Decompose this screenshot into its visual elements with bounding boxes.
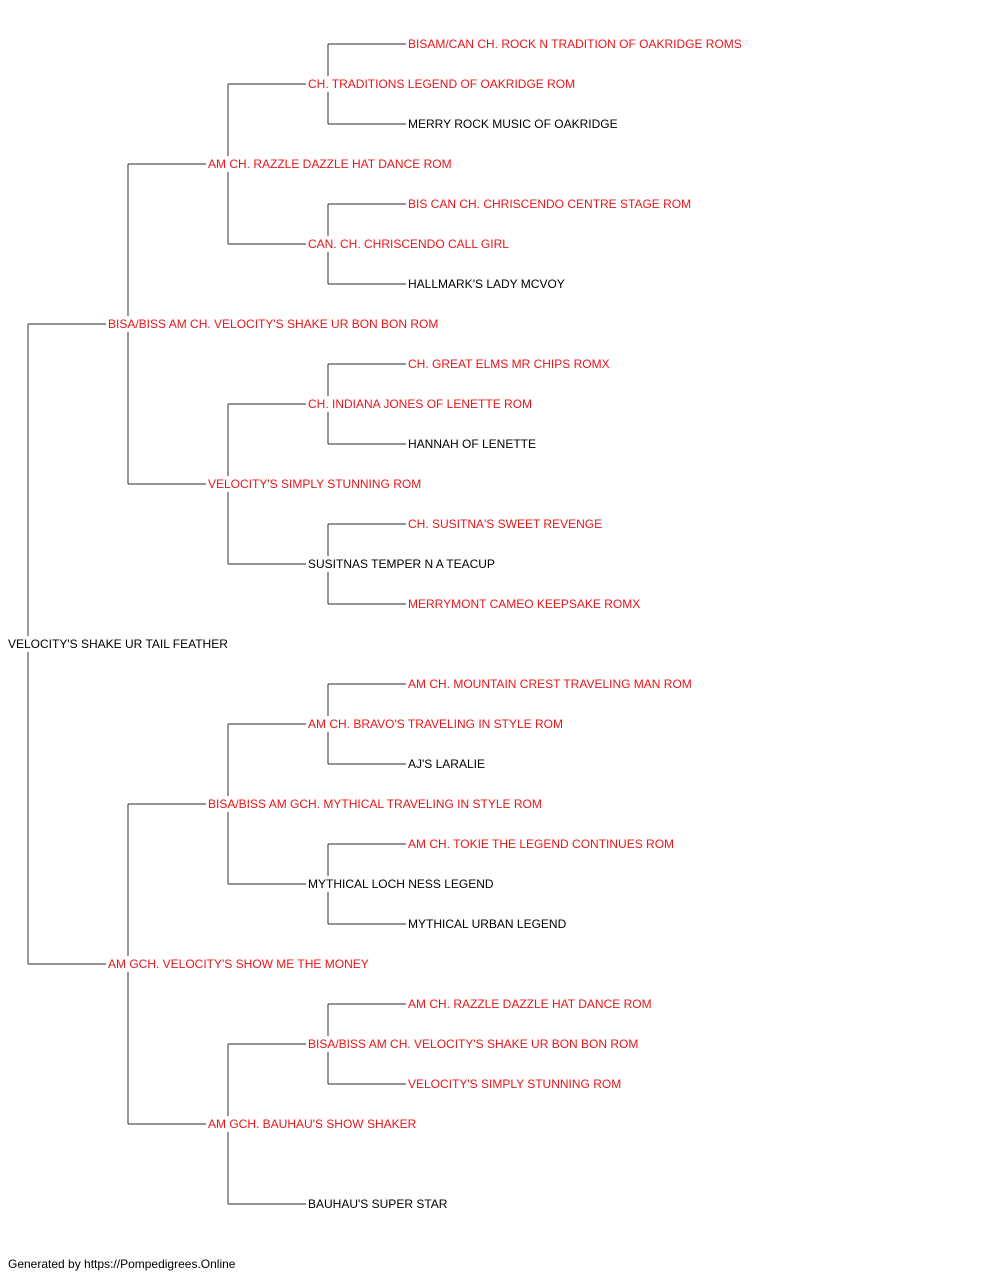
dog-name-sire-dam-sire-sire[interactable]: CH. GREAT ELMS MR CHIPS ROMX — [408, 357, 610, 371]
dog-name-dam[interactable]: AM GCH. VELOCITY'S SHOW ME THE MONEY — [108, 957, 369, 971]
dog-name-sire-dam-dam-dam[interactable]: MERRYMONT CAMEO KEEPSAKE ROMX — [408, 597, 641, 611]
dog-name-dam-sire-dam[interactable]: MYTHICAL LOCH NESS LEGEND — [308, 877, 494, 891]
dog-name-root[interactable]: VELOCITY'S SHAKE UR TAIL FEATHER — [8, 637, 228, 651]
dog-name-sire-dam-dam-sire[interactable]: CH. SUSITNA'S SWEET REVENGE — [408, 517, 603, 531]
dog-name-dam-sire-sire-sire[interactable]: AM CH. MOUNTAIN CREST TRAVELING MAN ROM — [408, 677, 692, 691]
dog-name-dam-dam-sire-sire[interactable]: AM CH. RAZZLE DAZZLE HAT DANCE ROM — [408, 997, 652, 1011]
dog-name-dam-sire-dam-dam[interactable]: MYTHICAL URBAN LEGEND — [408, 917, 567, 931]
dog-name-sire-dam-sire-dam[interactable]: HANNAH OF LENETTE — [408, 437, 537, 451]
dog-name-dam-dam[interactable]: AM GCH. BAUHAU'S SHOW SHAKER — [208, 1117, 417, 1131]
dog-name-sire-sire-sire-sire[interactable]: BISAM/CAN CH. ROCK N TRADITION OF OAKRID… — [408, 37, 742, 51]
dog-name-dam-sire-dam-sire[interactable]: AM CH. TOKIE THE LEGEND CONTINUES ROM — [408, 837, 675, 851]
dog-name-sire-sire[interactable]: AM CH. RAZZLE DAZZLE HAT DANCE ROM — [208, 157, 452, 171]
dog-name-sire-sire-dam-sire[interactable]: BIS CAN CH. CHRISCENDO CENTRE STAGE ROM — [408, 197, 692, 211]
dog-name-dam-sire-sire[interactable]: AM CH. BRAVO'S TRAVELING IN STYLE ROM — [308, 717, 564, 731]
dog-name-dam-dam-dam[interactable]: BAUHAU'S SUPER STAR — [308, 1197, 448, 1211]
dog-name-dam-sire-sire-dam[interactable]: AJ'S LARALIE — [408, 757, 485, 771]
dog-name-dam-dam-sire[interactable]: BISA/BISS AM CH. VELOCITY'S SHAKE UR BON… — [308, 1037, 639, 1051]
dog-name-sire-dam-dam[interactable]: SUSITNAS TEMPER N A TEACUP — [308, 557, 495, 571]
dog-name-sire-sire-sire-dam[interactable]: MERRY ROCK MUSIC OF OAKRIDGE — [408, 117, 618, 131]
dog-name-sire-dam[interactable]: VELOCITY'S SIMPLY STUNNING ROM — [208, 477, 422, 491]
dog-name-sire-sire-dam[interactable]: CAN. CH. CHRISCENDO CALL GIRL — [308, 237, 509, 251]
dog-name-dam-dam-sire-dam[interactable]: VELOCITY'S SIMPLY STUNNING ROM — [408, 1077, 622, 1091]
footer-credit: Generated by https://Pompedigrees.Online — [8, 1257, 236, 1271]
dog-name-sire-sire-sire[interactable]: CH. TRADITIONS LEGEND OF OAKRIDGE ROM — [308, 77, 576, 91]
dog-name-sire[interactable]: BISA/BISS AM CH. VELOCITY'S SHAKE UR BON… — [108, 317, 439, 331]
dog-name-sire-sire-dam-dam[interactable]: HALLMARK'S LADY MCVOY — [408, 277, 565, 291]
dog-name-sire-dam-sire[interactable]: CH. INDIANA JONES OF LENETTE ROM — [308, 397, 533, 411]
dog-name-dam-sire[interactable]: BISA/BISS AM GCH. MYTHICAL TRAVELING IN … — [208, 797, 542, 811]
